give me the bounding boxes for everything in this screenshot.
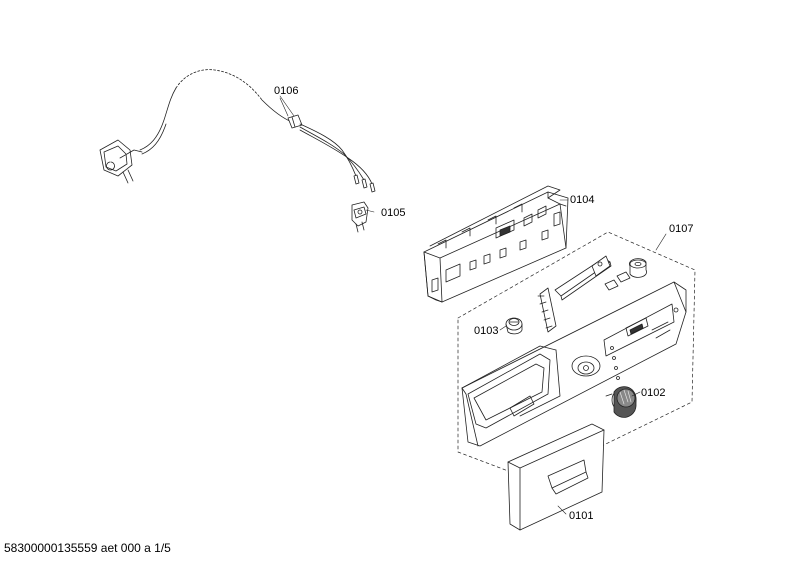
callout-0103: 0103	[474, 325, 499, 337]
callout-0107: 0107	[669, 223, 694, 235]
control-panel-fascia	[461, 281, 687, 447]
callout-0106: 0106	[274, 85, 299, 97]
callout-0104: 0104	[570, 194, 595, 206]
panel-assembly-outline	[457, 231, 696, 481]
callout-0102: 0102	[641, 387, 666, 399]
light-guide-part	[537, 287, 557, 333]
rotary-knob-part	[605, 386, 637, 418]
suppressor-part	[351, 201, 369, 233]
selector-buttons-part	[604, 258, 647, 291]
document-footer: 58300000135559 aet 000 a 1/5	[4, 541, 171, 555]
callout-0101: 0101	[569, 510, 594, 522]
button-rail-part	[554, 255, 612, 301]
bearing-part	[505, 317, 523, 335]
callout-0105: 0105	[381, 207, 406, 219]
drawer-handle-part	[507, 423, 605, 531]
control-module-part	[423, 185, 569, 303]
leader-lines	[279, 95, 667, 515]
power-cord-part	[99, 69, 376, 193]
